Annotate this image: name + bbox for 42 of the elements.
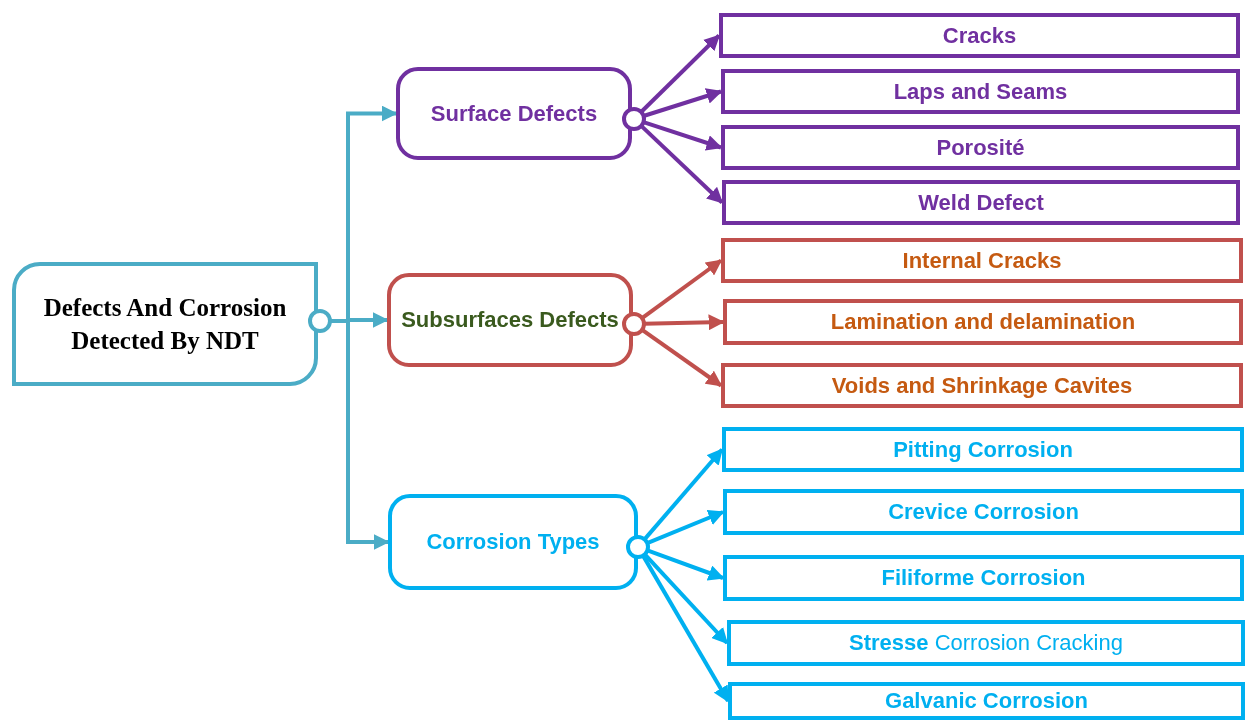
- category-box: [722, 180, 1240, 225]
- arrow: [639, 124, 724, 204]
- arrow: [643, 314, 725, 331]
- box-label: Cracks: [942, 21, 1017, 50]
- category-box: [728, 682, 1245, 720]
- box-label: Pitting Corrosion: [893, 435, 1073, 464]
- box-label: Galvanic Corrosion: [885, 687, 1088, 715]
- group-box: [12, 262, 318, 386]
- box-label: Subsurfaces Defects: [401, 306, 619, 334]
- category-box: [723, 555, 1244, 601]
- category-box: [723, 299, 1243, 345]
- box-label: Defects And Corrosion Detected By NDT: [42, 293, 288, 356]
- box-label: Lamination and delamination: [830, 308, 1136, 336]
- arrow: [641, 328, 723, 388]
- category-box: [721, 69, 1240, 114]
- box-label: Porosité: [936, 133, 1025, 162]
- category-box: [721, 125, 1240, 170]
- box-label: Voids and Shrinkage Cavites: [831, 371, 1133, 400]
- category-box: [723, 489, 1244, 535]
- box-label: Internal Cracks: [902, 246, 1062, 275]
- arrow: [330, 319, 390, 550]
- box-label: Weld Defect: [918, 188, 1044, 217]
- group-box: [387, 273, 633, 367]
- group-box: [388, 494, 638, 590]
- box-label: Laps and Seams: [893, 77, 1068, 106]
- group-box: [396, 67, 632, 160]
- box-label: Crevice Corrosion: [888, 498, 1079, 526]
- category-box: [719, 13, 1240, 58]
- arrow: [646, 510, 725, 546]
- arrow: [641, 554, 730, 703]
- category-box: [722, 427, 1244, 472]
- arrow: [640, 258, 723, 320]
- category-box: [721, 363, 1243, 408]
- category-box: [727, 620, 1245, 666]
- box-label: Filiforme Corrosion: [881, 564, 1086, 592]
- box-label: Surface Defects: [430, 99, 598, 128]
- category-box: [721, 238, 1243, 283]
- box-label: Stresse Corrosion Cracking: [849, 629, 1123, 657]
- box-label: Corrosion Types: [426, 528, 600, 556]
- arrow: [639, 34, 721, 114]
- arrow: [643, 448, 724, 541]
- arrow: [643, 552, 729, 645]
